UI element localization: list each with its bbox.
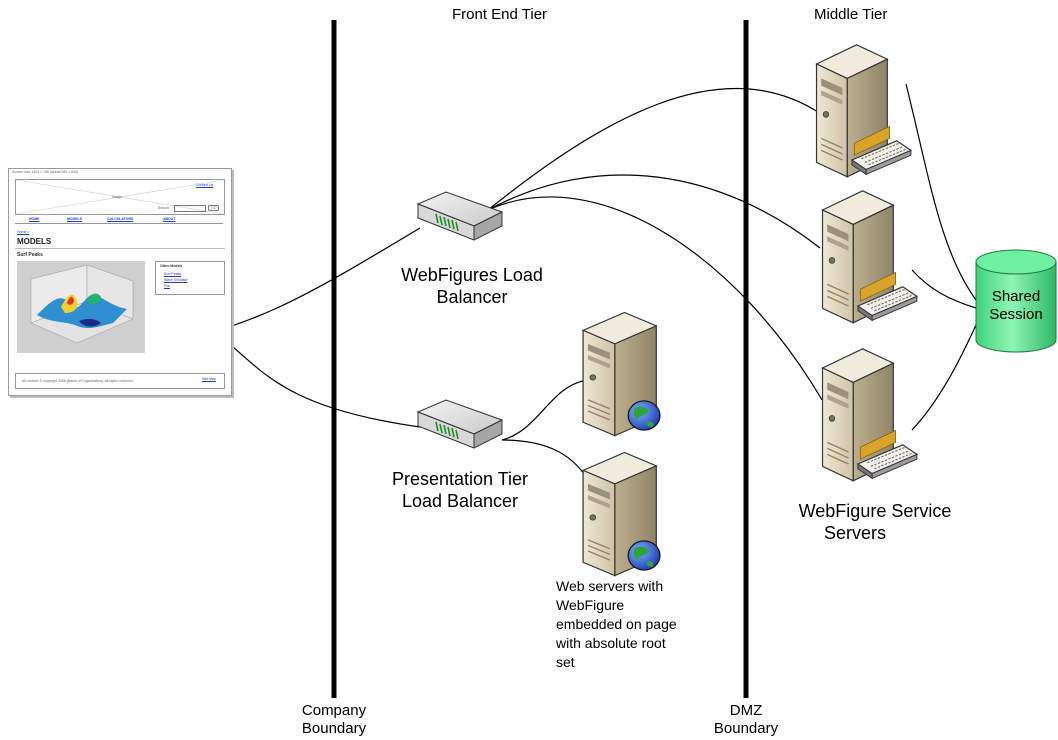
other-model-link-3[interactable]: Fire — [164, 284, 171, 288]
connector-presentation-to-web-1 — [501, 379, 589, 441]
footer-sitemap-link[interactable]: Site Map — [202, 377, 216, 381]
globe-icon — [627, 400, 661, 431]
banner-box: Image Contact Us Search GO — [15, 179, 225, 215]
web-server-1 — [582, 311, 661, 437]
other-models-box: Other Models Surf Peaks Wave Simulate Fi… — [155, 261, 225, 295]
service-server-2 — [823, 191, 917, 323]
web-server-2 — [582, 451, 661, 577]
webfigures-load-balancer — [417, 191, 503, 241]
image-placeholder — [16, 180, 224, 214]
other-model-link-1[interactable]: Surf Peaks — [164, 272, 182, 276]
nav-bar: HOME MODELS CALCULATORS ABOUT — [15, 215, 223, 224]
breadcrumb[interactable]: Home > — [17, 230, 30, 234]
nav-home[interactable]: HOME — [29, 217, 40, 221]
nav-about[interactable]: ABOUT — [163, 217, 176, 221]
connector-server-1-to-session — [905, 83, 977, 301]
shared-session-database — [975, 249, 1057, 353]
connector-page-to-presentation-lb — [231, 345, 421, 428]
front-end-tier-label: Front End Tier — [452, 6, 548, 23]
connector-lb-to-server-3 — [487, 196, 823, 401]
other-model-link-2[interactable]: Wave Simulate — [164, 278, 188, 282]
page-heading: MODELS — [17, 237, 52, 246]
search-input[interactable] — [174, 205, 206, 212]
nav-calculators[interactable]: CALCULATORS — [107, 217, 134, 221]
connector-lb-to-server-1 — [487, 87, 819, 211]
connector-lb-to-server-2 — [487, 174, 821, 249]
web-servers-note: Web servers with WebFigure embedded on p… — [556, 578, 677, 670]
search-label: Search — [158, 206, 170, 210]
nav-models[interactable]: MODELS — [67, 217, 82, 221]
surf-plot-image — [17, 261, 145, 353]
middle-tier-label: Middle Tier — [814, 6, 888, 23]
service-server-1 — [817, 45, 911, 177]
globe-icon — [627, 540, 661, 571]
connector-server-3-to-session — [911, 324, 977, 431]
webpage-thumbnail: Screen size 1024 × 768 (actual 990 × 690… — [8, 168, 232, 396]
other-models-title: Other Models — [160, 264, 183, 268]
contact-link[interactable]: Contact Us — [196, 183, 214, 187]
footer: All content © copyright 2006 [Name of Or… — [15, 373, 225, 389]
connector-presentation-to-web-2 — [501, 439, 589, 481]
screen-size-note: Screen size 1024 × 768 (actual 990 × 690… — [12, 170, 79, 174]
presentation-load-balancer — [417, 399, 503, 449]
connector-server-2-to-session — [911, 269, 977, 309]
image-label: Image — [112, 195, 122, 199]
subheading: Surf Peaks — [17, 252, 43, 258]
service-server-3 — [823, 349, 917, 481]
footer-copyright: All content © copyright 2006 [Name of Or… — [22, 379, 134, 383]
go-button[interactable]: GO — [208, 205, 220, 211]
